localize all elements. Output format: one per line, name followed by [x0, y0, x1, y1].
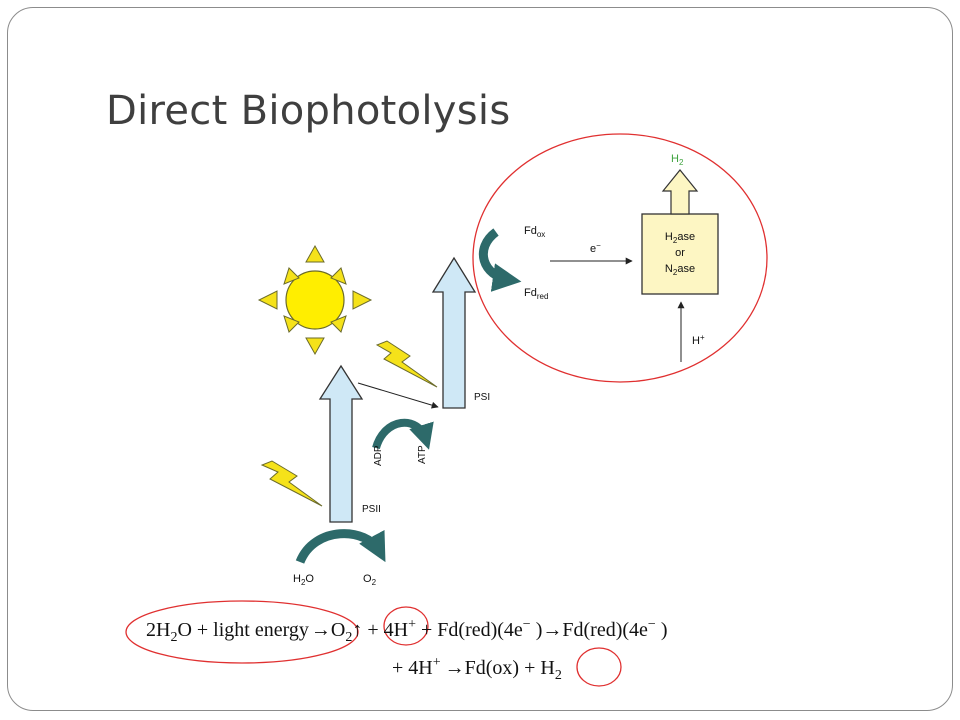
atp-label: ATP [417, 445, 428, 464]
electron-transfer-arrow [357, 382, 439, 409]
slide-title: Direct Biophotolysis [106, 88, 511, 134]
enzyme-line2: or [675, 247, 685, 259]
equation-line-2: + 4H+→Fd(ox) + H2 [392, 655, 562, 683]
slide-frame [7, 7, 953, 711]
fd-ox-label: Fdox [524, 225, 545, 239]
equation-line-1: 2H2O + light energy→O2↑ + 4H+ + Fd(red)(… [146, 617, 667, 645]
h2-output-label: H2 [671, 153, 684, 167]
water-split-curved-arrow [295, 529, 386, 564]
hydrogen-highlight-ellipse [576, 647, 622, 687]
psii-energy-arrow [318, 364, 364, 523]
psi-label: PSI [474, 392, 490, 403]
fd-red-label: Fdred [524, 287, 548, 301]
adp-atp-curved-arrow [372, 418, 434, 450]
enzyme-highlight-ellipse [472, 133, 768, 383]
light-bolt-icon [375, 340, 438, 388]
adp-label: ADP [373, 445, 384, 466]
water-label: H2O [293, 573, 314, 587]
psii-label: PSII [362, 504, 381, 515]
proton-label: H+ [692, 333, 705, 347]
ferredoxin-curved-arrow [478, 228, 522, 292]
reactants-highlight-ellipse [125, 600, 359, 664]
light-bolt-icon [260, 460, 323, 507]
h2-output-arrow [661, 169, 699, 215]
psi-energy-arrow [431, 256, 477, 409]
enzyme-line1: H2ase [665, 231, 695, 245]
oxygen-label: O2 [363, 573, 377, 587]
enzyme-box [641, 213, 719, 295]
oxygen-highlight-ellipse [383, 606, 429, 646]
sun-icon [257, 244, 373, 356]
enzyme-line3: N2ase [665, 263, 695, 277]
electron-label: e− [590, 241, 601, 255]
